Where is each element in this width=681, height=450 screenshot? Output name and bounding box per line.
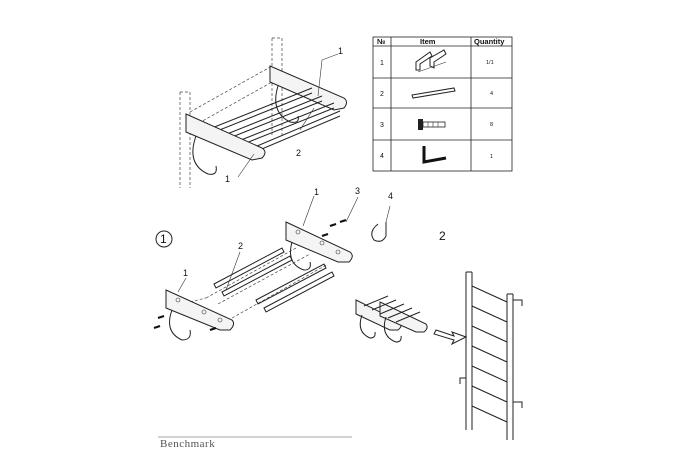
wall-mount-hook <box>459 299 523 408</box>
brand-logo: Benchmark <box>160 438 215 450</box>
exploded-view: 1 <box>153 186 393 341</box>
rung-bar-icon <box>411 87 456 99</box>
wall-ladder <box>459 271 523 440</box>
table-row: 1 1/1 <box>380 49 494 73</box>
callout-label: 1 <box>183 268 188 278</box>
row-number: 3 <box>380 122 384 129</box>
table-header-quantity: Quantity <box>474 37 505 46</box>
direction-arrow-icon <box>433 329 468 346</box>
footer: Benchmark <box>158 436 352 450</box>
callout-label: 4 <box>388 191 393 201</box>
bolt-set <box>153 218 347 332</box>
callout-label: 2 <box>296 148 301 158</box>
row-number: 2 <box>380 91 384 98</box>
row-quantity: 8 <box>490 122 493 128</box>
assembled-view: 1 2 1 <box>179 37 347 188</box>
row-quantity: 4 <box>490 91 493 97</box>
ladder-rungs <box>471 285 508 423</box>
callout-label: 3 <box>355 186 360 196</box>
exploded-rungs <box>213 247 335 313</box>
wall-post-left <box>179 91 191 188</box>
row-quantity: 1 <box>490 154 493 160</box>
step-number: 2 <box>439 229 446 243</box>
row-number: 1 <box>380 60 384 67</box>
hex-key-icon <box>422 146 447 164</box>
rear-side-bracket <box>269 65 347 123</box>
step-number: 1 <box>160 232 167 246</box>
callout-label: 1 <box>314 187 319 197</box>
rear-side-plate <box>285 221 353 271</box>
front-side-bracket <box>185 113 266 175</box>
table-header-number: № <box>377 37 385 46</box>
callout-label: 1 <box>225 174 230 184</box>
assembled-unit <box>355 295 428 343</box>
table-header-item: Item <box>420 37 436 46</box>
table-row: 2 4 <box>380 87 493 99</box>
wall-hook-part <box>371 205 391 242</box>
callout-label: 2 <box>238 241 243 251</box>
front-side-plate <box>165 289 235 341</box>
wall-post-right <box>271 37 283 135</box>
parts-table: № Item Quantity 1 1/1 2 4 3 <box>372 36 513 172</box>
step-1-marker: 1 <box>155 230 173 248</box>
row-number: 4 <box>380 153 384 160</box>
side-bracket-pair-icon <box>415 49 447 73</box>
row-quantity: 1/1 <box>486 60 494 66</box>
table-row: 3 8 <box>380 119 493 130</box>
bolt-icon <box>418 119 446 130</box>
callout-label: 1 <box>338 46 343 56</box>
table-row: 4 1 <box>380 146 493 164</box>
assembled-rungs <box>211 87 341 155</box>
step-2: 2 <box>355 229 523 440</box>
